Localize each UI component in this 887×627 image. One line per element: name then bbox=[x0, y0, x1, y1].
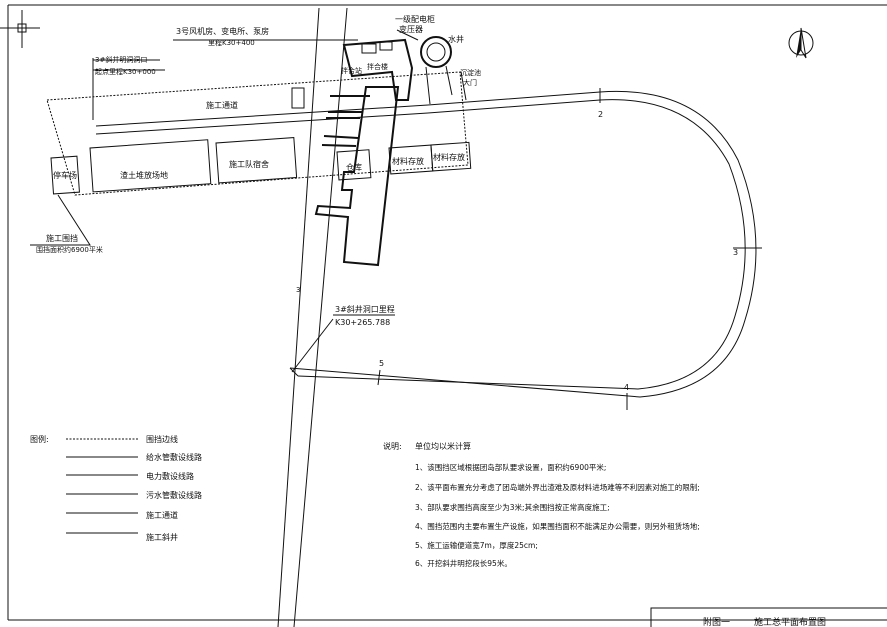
cursor-crosshair-icon bbox=[0, 10, 40, 48]
road-left-upper bbox=[95, 104, 429, 127]
legend-label-2: 电力敷设线路 bbox=[146, 471, 194, 481]
mix-plant-label: 拌合楼 bbox=[367, 62, 388, 71]
notes-title: 说明: bbox=[383, 441, 402, 451]
main-tunnel-line-left bbox=[277, 7, 320, 627]
legend: 图例: 围挡边线 给水管敷设线路 电力敷设线路 污水管敷设线路 施工通道 施工斜… bbox=[30, 434, 202, 542]
fan-room-compound bbox=[342, 38, 414, 101]
team-dorm-label: 施工队宿舍 bbox=[229, 159, 269, 169]
chainage-marker-5: 5 bbox=[379, 359, 384, 368]
fan-room-label: 3号风机房、变电所、泵房 bbox=[176, 26, 269, 36]
chainage-tick-5 bbox=[377, 369, 381, 386]
water-well-circle bbox=[420, 36, 452, 68]
fence-area-label: 围挡面积约6900平米 bbox=[36, 245, 103, 254]
small-structure-box bbox=[291, 87, 305, 109]
legend-label-4: 施工通道 bbox=[146, 510, 178, 520]
legend-title: 图例: bbox=[30, 434, 49, 444]
construction-road-label: 施工通道 bbox=[206, 100, 238, 110]
warehouse-box bbox=[336, 149, 372, 181]
shaft-start-label: 3#斜井明洞洞口 bbox=[95, 55, 147, 64]
material-storage-box-2 bbox=[430, 141, 472, 172]
material-storage-label-1: 材料存放 bbox=[392, 156, 424, 166]
title-block-frame bbox=[650, 607, 887, 627]
drawing-frame bbox=[7, 4, 887, 621]
inclined-shaft-open-cut bbox=[314, 86, 400, 267]
team-dorm-box bbox=[215, 137, 298, 184]
gate-line bbox=[460, 71, 467, 101]
chainage-marker-3-left: 3 bbox=[296, 286, 300, 294]
note-3: 3、部队要求围挡高度至少为3米;其余围挡按正常高度施工; bbox=[415, 502, 610, 512]
shaft-start-station: 起点里程K30+000 bbox=[95, 67, 156, 76]
warehouse-label: 仓库 bbox=[346, 162, 362, 172]
note-2: 2、该平面布置充分考虑了团岛端外界出渣难及原材料进场难等不利因素对施工的限制; bbox=[415, 482, 700, 492]
legend-label-3: 污水管敷设线路 bbox=[146, 490, 202, 500]
chainage-marker-2: 2 bbox=[598, 110, 603, 119]
inclined-shaft-segments bbox=[321, 95, 370, 147]
transformer-shape bbox=[379, 41, 393, 51]
note-1: 1、该围挡区域根据团岛部队要求设置，面积约6900平米; bbox=[415, 462, 606, 472]
title-block: 附图一 施工总平面布置图 bbox=[650, 607, 887, 627]
portal-station: K30+265.788 bbox=[335, 318, 390, 327]
spoil-area-box bbox=[89, 139, 212, 193]
mixing-station-label: 拌合站 bbox=[341, 66, 362, 75]
fan-room-station: 里程K30+400 bbox=[208, 38, 255, 47]
spoil-area-label: 渣土堆放场地 bbox=[120, 170, 168, 180]
notes-unit: 单位均以米计算 bbox=[415, 441, 471, 451]
distribution-box-label: 一级配电柜 bbox=[395, 14, 435, 24]
parking-label: 停车场 bbox=[53, 170, 77, 180]
leader-portal bbox=[291, 318, 334, 373]
gate-label: 大门 bbox=[463, 78, 477, 87]
notes: 说明: 单位均以米计算 1、该围挡区域根据团岛部队要求设置，面积约6900平米;… bbox=[383, 441, 700, 568]
settling-tank-label: 沉淀池 bbox=[460, 68, 481, 77]
material-storage-label-2: 材料存放 bbox=[433, 152, 465, 162]
portal-label: 3#斜井洞口里程 bbox=[335, 304, 395, 314]
distribution-box-shape bbox=[361, 43, 377, 54]
haul-road-loop bbox=[289, 90, 757, 398]
road-left-lower bbox=[95, 112, 429, 135]
legend-label-5: 施工斜井 bbox=[146, 532, 178, 542]
note-5: 5、施工运输便道宽7m，厚度25cm; bbox=[415, 540, 538, 550]
title-block-figure-no: 附图一 bbox=[703, 616, 730, 627]
well-label: 水井 bbox=[448, 34, 464, 44]
leader-fence bbox=[30, 194, 91, 246]
north-arrow-icon bbox=[788, 27, 814, 59]
fence-label: 施工围挡 bbox=[46, 233, 78, 243]
chainage-marker-4: 4 bbox=[624, 383, 629, 392]
transformer-label: 变压器 bbox=[399, 24, 423, 34]
note-4: 4、围挡范围内主要布置生产设施，如果围挡面积不能满足办公需要，则另外租赁场地; bbox=[415, 521, 700, 531]
note-6: 6、开挖斜井明挖段长95米。 bbox=[415, 558, 512, 568]
legend-label-0: 围挡边线 bbox=[146, 434, 178, 444]
legend-label-1: 给水管敷设线路 bbox=[146, 452, 202, 462]
well-pipes bbox=[425, 65, 453, 105]
leader-distribution-box bbox=[396, 29, 419, 41]
title-block-title: 施工总平面布置图 bbox=[754, 616, 826, 627]
chainage-marker-3: 3 bbox=[733, 248, 738, 257]
parking-box bbox=[50, 155, 80, 195]
water-well-inner bbox=[426, 42, 446, 62]
